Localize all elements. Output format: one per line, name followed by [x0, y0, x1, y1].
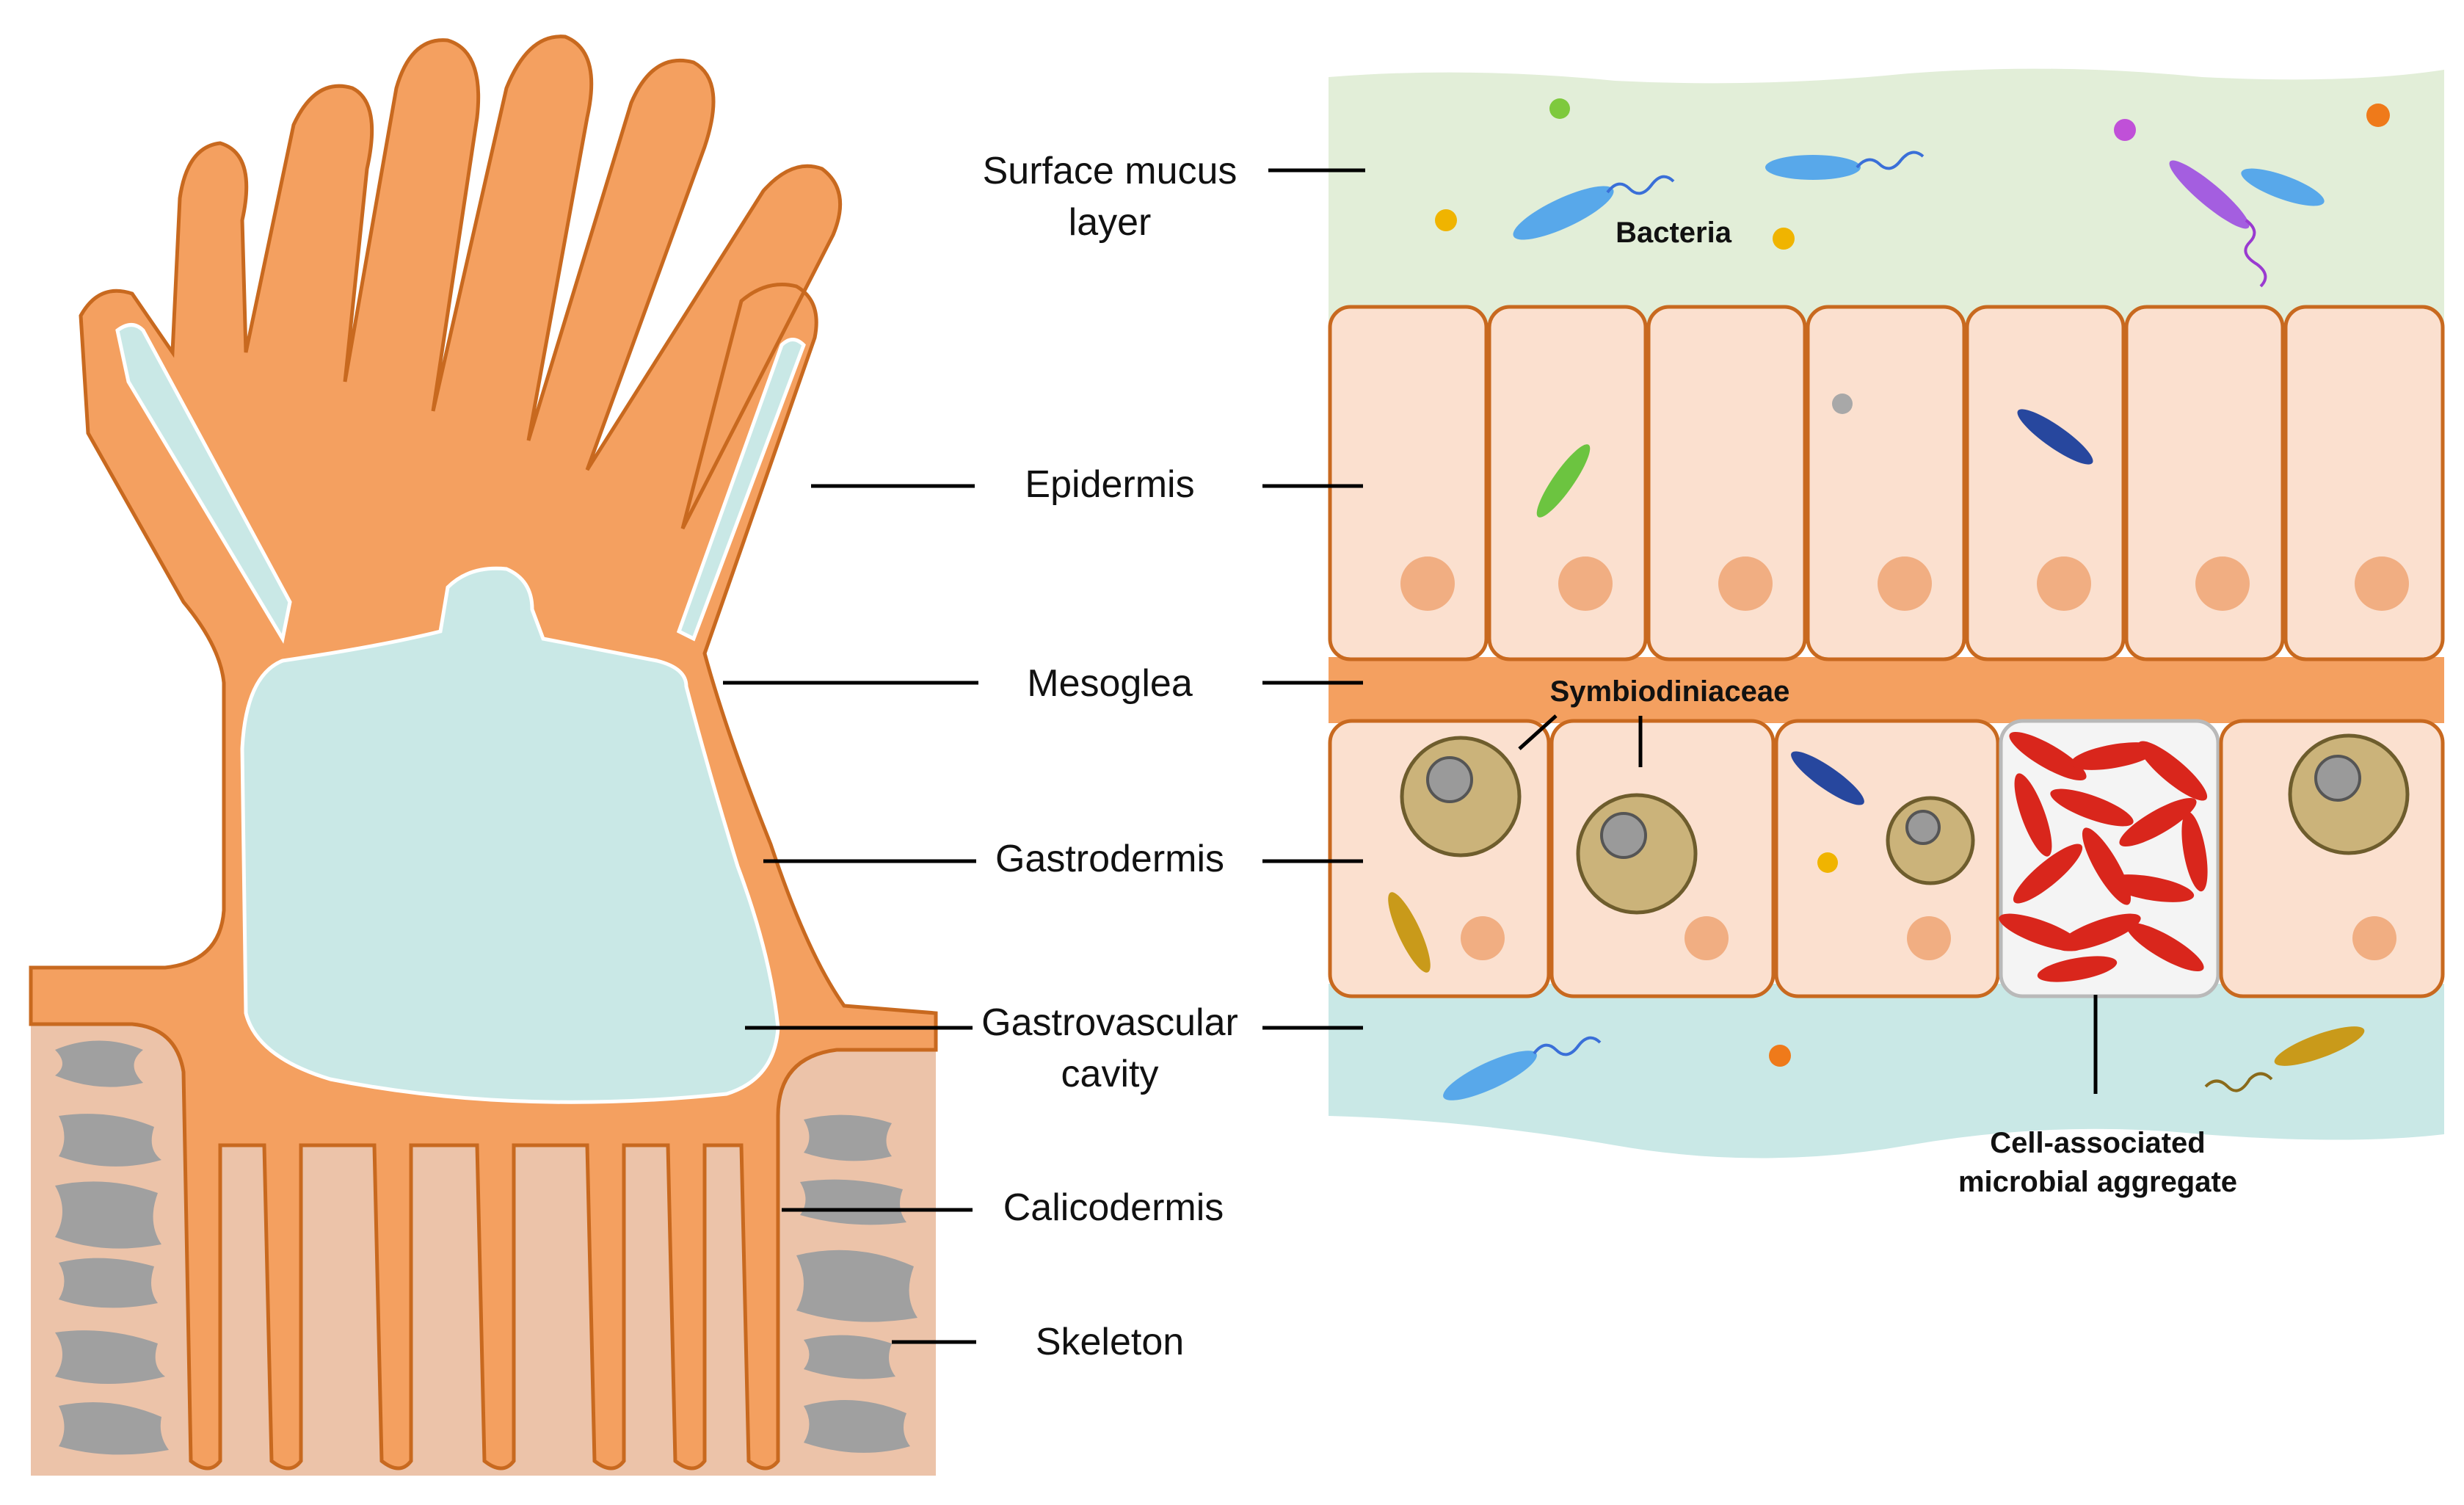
skeleton-grains-right [796, 1114, 917, 1453]
label-aggregate-1: Cell-associated [1990, 1127, 2205, 1159]
epidermis-cell [1806, 305, 1966, 661]
label-gastrovascular-1: Gastrovascular [981, 1001, 1238, 1044]
symbiodiniaceae-cells [1400, 733, 2410, 915]
label-aggregate-2: microbial aggregate [1958, 1166, 2237, 1198]
gastrovascular-cavity [240, 566, 780, 1104]
polyp-leader-lines [723, 484, 978, 1344]
label-epidermis: Epidermis [1025, 463, 1194, 506]
label-mesoglea: Mesoglea [1027, 662, 1193, 705]
label-calicodermis: Calicodermis [1003, 1186, 1224, 1229]
epidermis-cell [2283, 305, 2445, 661]
label-surface-mucus-1: Surface mucus [983, 150, 1238, 192]
label-skeleton: Skeleton [1036, 1321, 1184, 1363]
label-surface-mucus-2: layer [1069, 201, 1152, 244]
bacteria-cells [1388, 98, 2390, 1100]
epidermis-cells [1328, 305, 2445, 661]
tentacle-channel-right [676, 338, 806, 642]
epidermis-cell [1328, 305, 1489, 661]
gastrovascular-region [1329, 984, 2444, 1158]
polyp-cross-section [29, 35, 938, 1476]
label-bacteria: Bacteria [1616, 217, 1732, 249]
surface-mucus-layer [1329, 68, 2444, 324]
center-labels: Surface mucus layer Epidermis Mesoglea G… [981, 150, 1238, 1363]
detail-leader-lines [1262, 168, 2098, 1094]
epidermis-cell [1965, 305, 2126, 661]
skeleton-grains-left [55, 1040, 169, 1455]
mesoglea-band [1329, 657, 2444, 723]
label-gastrovascular-2: cavity [1061, 1053, 1159, 1095]
aggregate-bacteria [1999, 731, 2208, 982]
tentacle-channel-left [115, 323, 292, 644]
label-symbiodiniaceae: Symbiodiniaceae [1550, 675, 1790, 708]
epidermis-cell [2124, 305, 2285, 661]
tissue-detail: Bacteria Symbiodiniaceae Cell-associated… [1262, 68, 2445, 1198]
epidermis-cell [1646, 305, 1807, 661]
label-gastrodermis: Gastrodermis [995, 838, 1224, 880]
